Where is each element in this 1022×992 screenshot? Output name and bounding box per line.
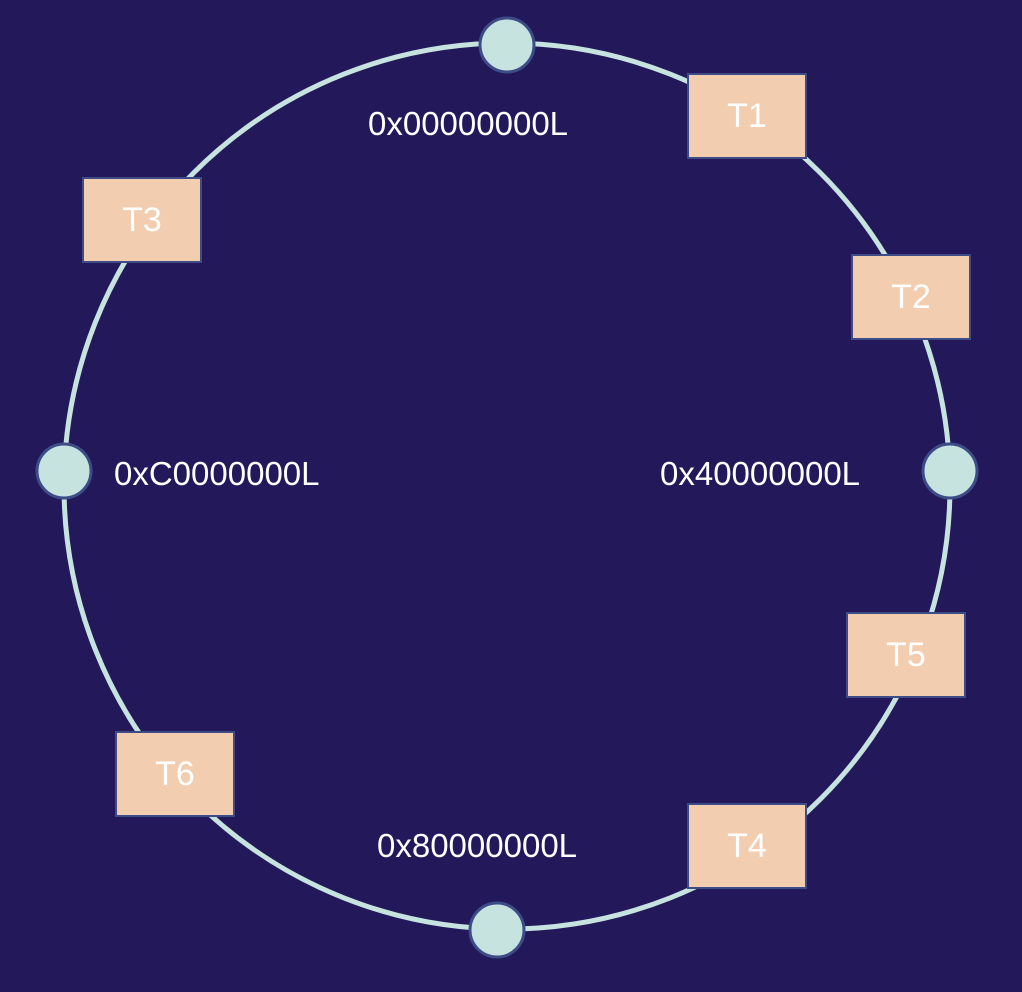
node-t4: T4 [687, 803, 807, 889]
marker-left [35, 442, 93, 500]
node-t3: T3 [82, 177, 202, 263]
node-t5: T5 [846, 612, 966, 698]
label-right: 0x40000000L [660, 455, 861, 492]
node-t2: T2 [851, 254, 971, 340]
node-t6: T6 [115, 731, 235, 817]
marker-bottom [468, 901, 526, 959]
marker-top [478, 16, 536, 74]
node-t1: T1 [687, 73, 807, 159]
marker-right [921, 442, 979, 500]
label-bottom: 0x80000000L [377, 827, 578, 864]
label-top: 0x00000000L [368, 105, 569, 142]
label-left: 0xC0000000L [114, 455, 320, 492]
